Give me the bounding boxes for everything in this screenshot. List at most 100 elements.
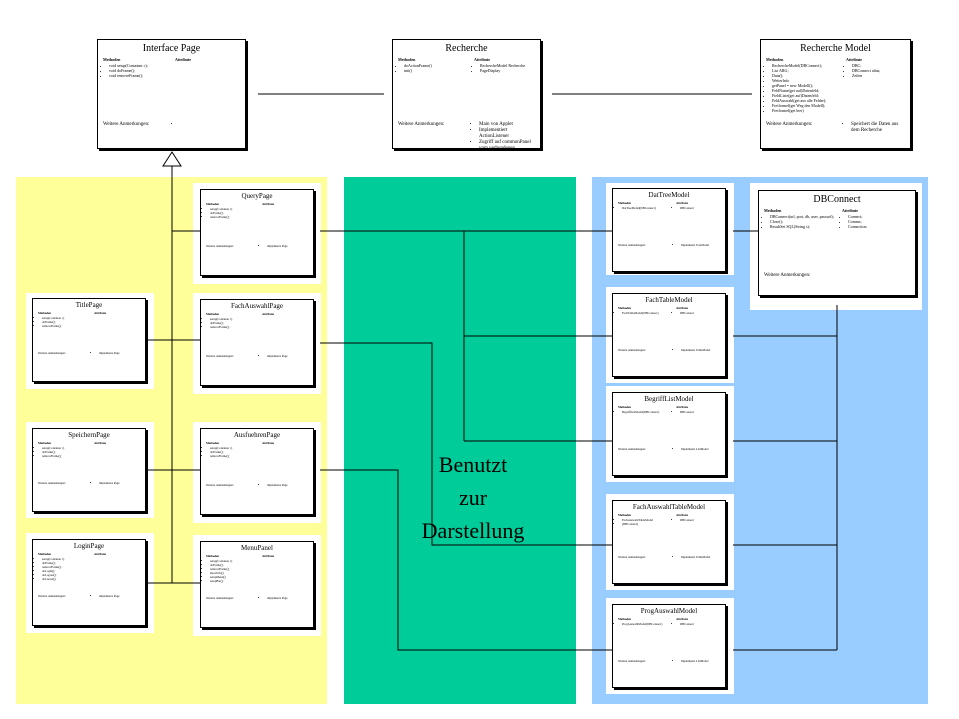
method-item: BegriffListModel(DBConnect) [622,410,659,414]
attributes-column: Attribute [94,552,106,557]
methods-list: RechercheModel(DBConnect);List ARG;Data(… [766,63,826,113]
class-box-fach-auswahl-page: FachAuswahlPageMethodensetup(Container c… [200,299,314,386]
method-item: setupBar(); [210,579,232,583]
attributes-list: Connect;Comms;Connection [842,214,866,229]
methods-heading: Methoden [398,57,416,62]
notes-list [175,122,180,128]
methods-list: ProgAuswahlModel(DBConnect) [618,622,662,626]
class-box-interface-page: Interface PageMethodenvoid setup(Contain… [97,39,246,149]
methods-column: MethodenBegriffListModel(DBConnect) [618,405,659,414]
attributes-column: Attribute [262,441,274,446]
methods-column: MethodenFachTableModel(DBConnect) [618,306,658,315]
class-title: SpeichernPage [68,431,110,439]
class-box-dbconnect: DBConnectMethodenDBConnect(url, port, db… [758,190,916,296]
class-title: QueryPage [241,192,273,200]
methods-column: Methodensetup(Container c)doFrame();remo… [206,312,232,329]
attributes-column: AttributeConnect;Comms;Connection [842,208,866,229]
methods-column: Methodensetup(Container c)doFrame();remo… [206,554,232,583]
attributes-heading: Attribute [262,202,274,206]
attributes-column: Attribute [262,202,274,207]
method-item: FachTableModel(DBConnect) [622,311,658,315]
note-item: implements Page [267,244,288,248]
class-title: TitlePage [75,301,103,309]
methods-column: Methodensetup(Container c)doFrame();remo… [38,441,64,458]
class-title: ProgAuswahlModel [640,607,698,615]
methods-list: setup(Container c)doFrame();removeFrame(… [38,316,64,328]
method-item: doFrame(); [210,563,232,567]
methods-heading: Methoden [206,554,219,558]
methods-heading: Methoden [206,441,219,445]
methods-list: void setup(Container c);void doFrame();v… [103,63,148,78]
method-item: Data(); [772,73,826,78]
class-title: LoginPage [73,542,105,550]
method-item: showInfo(); [210,571,232,575]
methods-list: DBConnect(url, port, db, user, passwd);C… [764,214,834,229]
methods-heading: Methoden [38,552,51,556]
methods-column: Methodensetup(Container c)doFrame();remo… [38,552,64,581]
method-item: setup(Container c) [210,446,232,450]
class-title: MenuPanel [241,544,273,552]
notes-list: implements Page [94,594,120,598]
methods-list: FachTableModel(DBConnect) [618,311,658,315]
attributes-list: DBConnect [676,311,694,315]
method-item: init() [404,68,432,73]
methods-heading: Methoden [38,441,51,445]
note-item: Zugriff auf commonPanel vom verbundenen … [479,140,535,148]
attributes-list: DBConnect [676,518,694,522]
attribute-item: DBConnect [680,410,694,414]
method-item: Freiformel(get Weg den Modell); [772,103,826,108]
method-item: FeldName(get auf)Datenfeld; [772,88,826,93]
class-box-dat-tree-model: DatTreeModelMethodenDatTreeModel(DBConne… [612,188,726,272]
usage-label-line2: zur [458,485,488,510]
method-item: ProgAuswahlModel(DBConnect) [622,622,662,626]
notes-label: Weitere Anmerkungen: [618,243,646,247]
methods-list: setup(Container c)doFrame();removeFrame(… [38,557,64,581]
method-item: doFrame(); [210,321,232,325]
class-title: BegriffListModel [644,395,694,403]
notes-label: Weitere Anmerkungen: [38,351,66,355]
notes-list: implements Page [262,596,288,600]
note-item: Implements TreeModel [681,243,709,247]
method-item: doFrame(); [42,561,64,565]
method-item: void doFrame(); [109,68,148,73]
notes-label: Weitere Anmerkungen: [206,244,234,248]
method-item: removeFrame(); [210,567,232,571]
methods-column: MethodenDatTreeModel(DBConnect) [618,201,656,210]
attribute-item: Comms; [848,219,866,224]
note-item: Implements TableModel [681,555,710,559]
notes-label: Weitere Anmerkungen: [206,483,234,487]
class-box-recherche-model: Recherche ModelMethodenRechercheModel(DB… [760,39,911,149]
usage-label-line3: Darstellung [421,518,525,543]
attributes-heading: Attribute [175,57,191,62]
note-item: Implements ListModel [681,659,708,663]
method-item: WeiterInfo [772,78,826,83]
attribute-item: Connection [848,224,866,229]
method-item: setup(Container c) [210,559,232,563]
method-item: setup(Container c) [210,207,232,211]
attribute-item: Zeilen [852,73,880,78]
method-item: RechercheModel(DBConnect); [772,63,826,68]
method-item: setupMenu(); [210,575,232,579]
notes-list: Implements TreeModel [676,243,709,247]
methods-list: setup(Container c)doFrame();removeFrame(… [206,317,232,329]
methods-column: Methodensetup(Container c)doFrame();remo… [38,311,64,328]
attribute-item: Connect; [848,214,866,219]
attributes-heading: Attribute [676,513,688,517]
class-box-aus-fuehren-page: AusfuehrenPageMethodensetup(Container c)… [200,428,314,515]
method-item: FachAuswahlTableModel [622,518,653,522]
attributes-heading: Attribute [474,57,490,62]
method-item: doLogin(); [42,569,64,573]
method-item: removeFrame(); [42,324,64,328]
methods-heading: Methoden [618,513,631,517]
class-title: AusfuehrenPage [233,431,281,439]
method-item: Close(); [770,219,834,224]
methods-list: setup(Container c)doFrame();removeFrame(… [38,446,64,458]
usage-label: Benutzt zur Darstellung [400,448,546,547]
method-item: getPanel = new Modell(); [772,83,826,88]
class-title: DBConnect [813,194,861,205]
attributes-heading: Attribute [676,306,688,310]
methods-heading: Methoden [618,201,631,205]
note-item: Implements ListModel [681,447,708,451]
methods-heading: Methoden [618,405,631,409]
